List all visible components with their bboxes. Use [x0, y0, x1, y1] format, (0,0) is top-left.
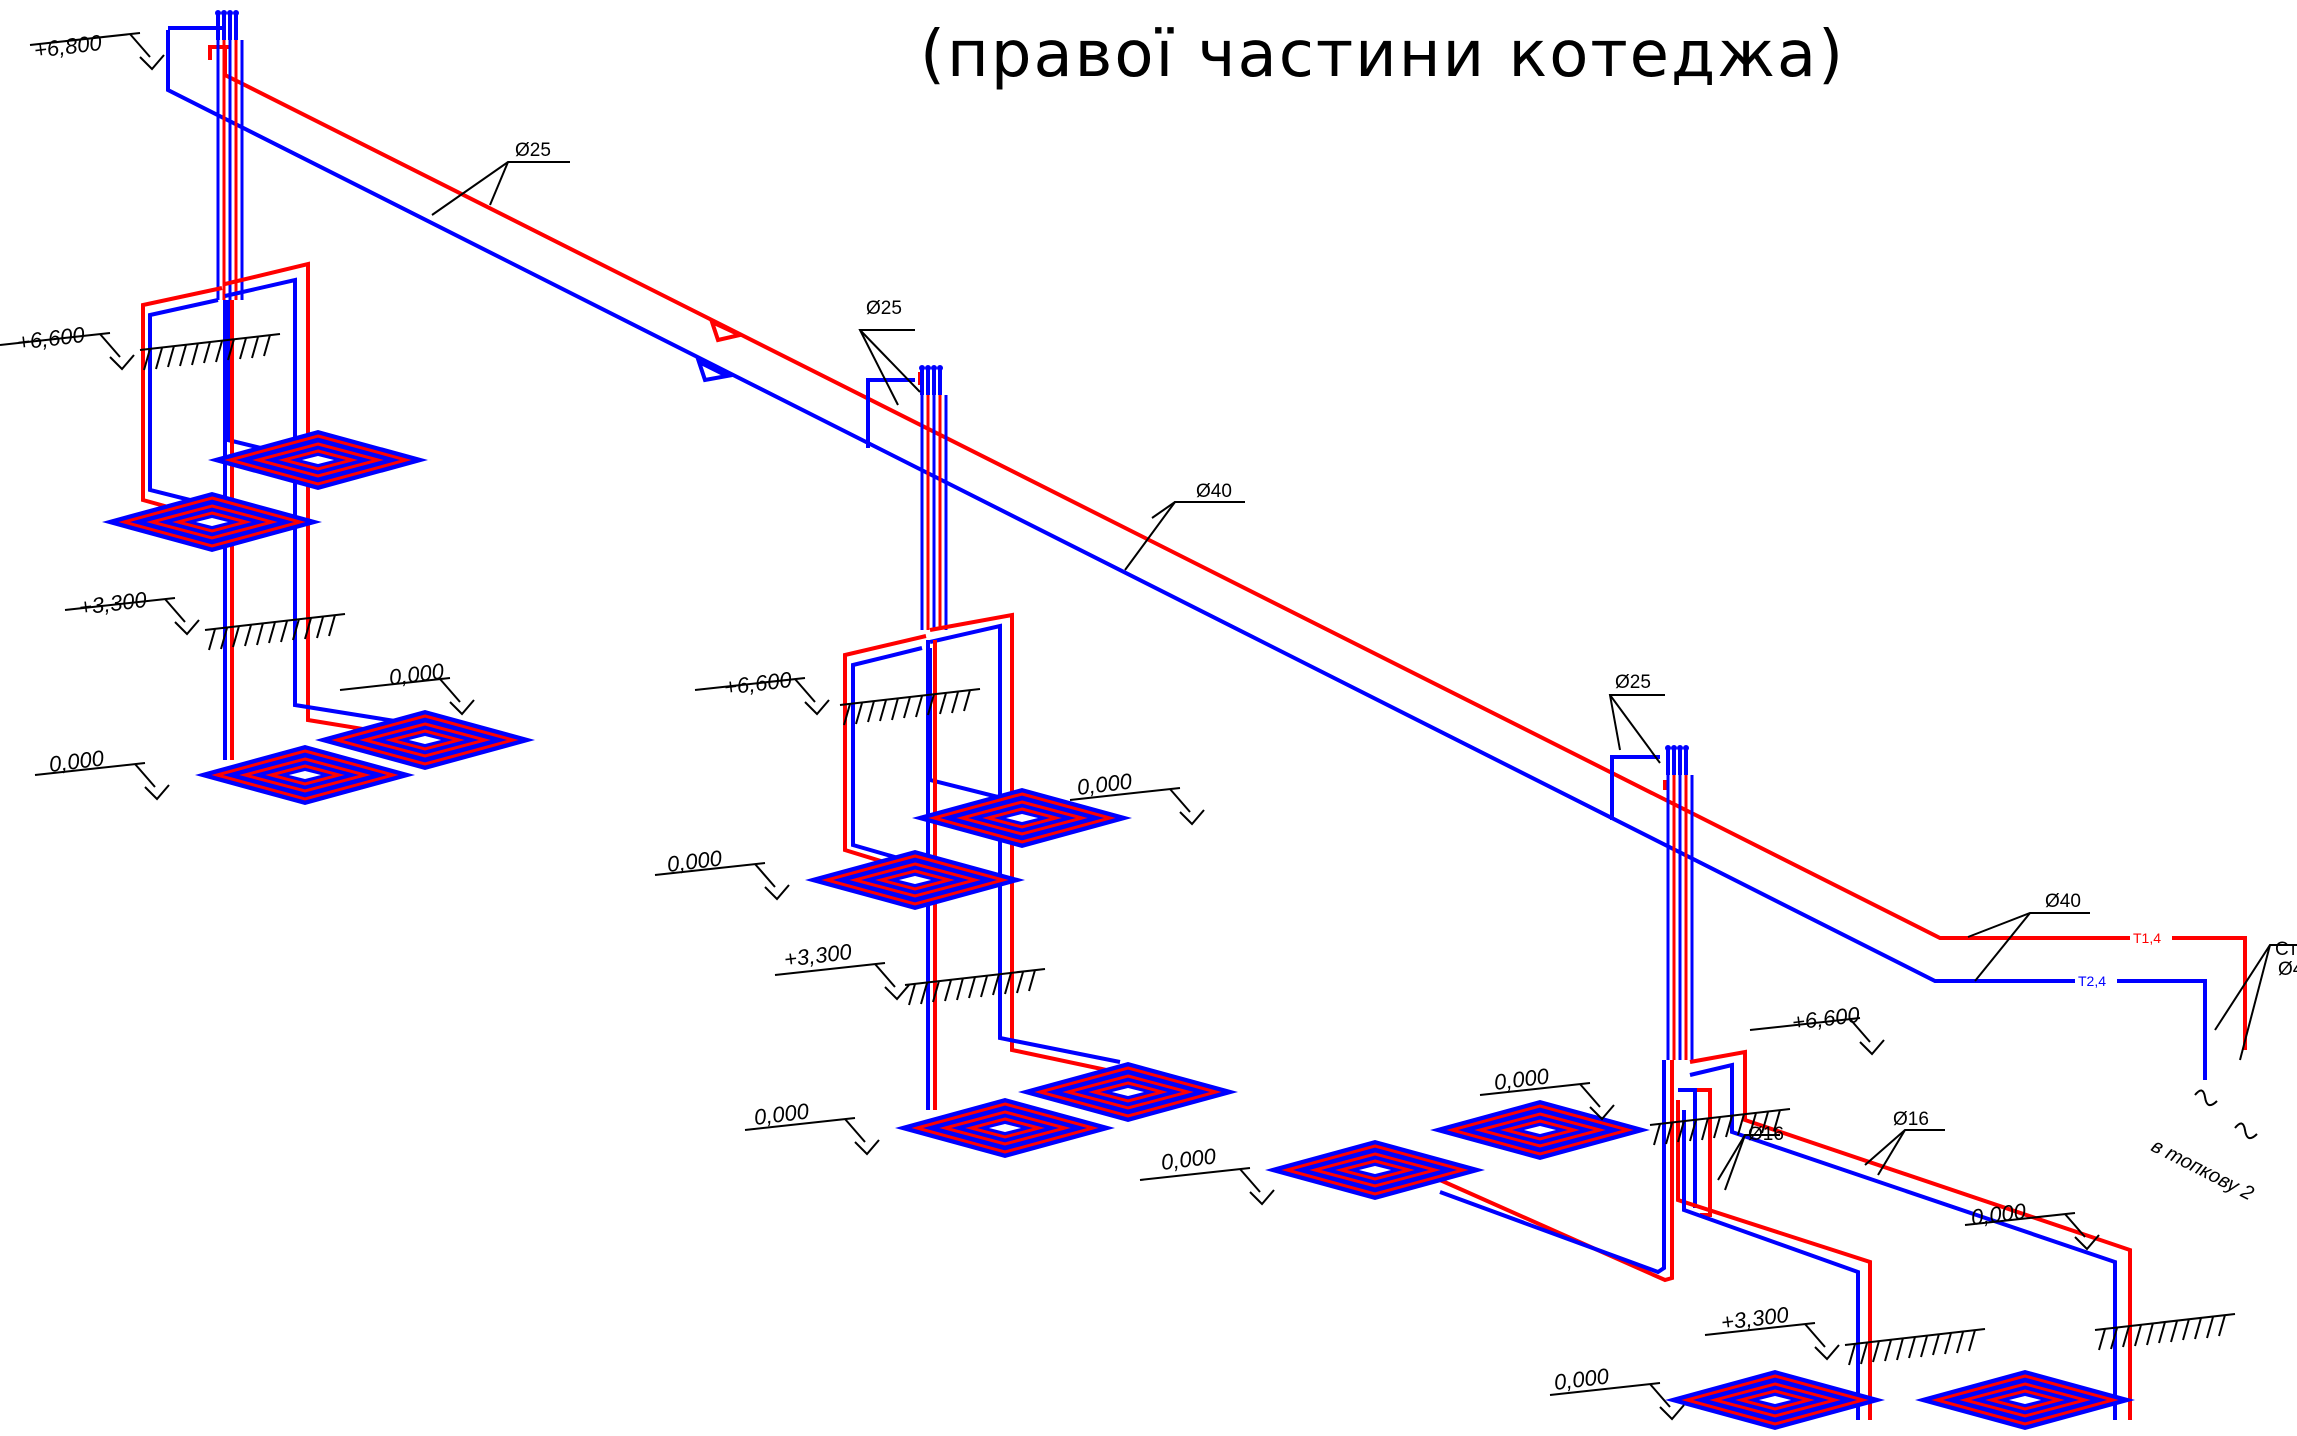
level-label: +6,600 [723, 667, 794, 700]
floor-coil-r3-lower-right [1913, 1368, 2137, 1432]
diameter-label: Ø16 [1748, 1124, 1784, 1145]
floor-coil-r3-lower-left [1663, 1368, 1887, 1432]
floor-coil-r3-upper-left [1263, 1138, 1487, 1202]
diameter-label: Ø25 [866, 298, 902, 319]
floor-slab-hatch [839, 688, 981, 726]
supply-pipe-tag: T1,4 [2133, 930, 2161, 946]
level-label: 0,000 [388, 658, 446, 690]
floor-coil-r1-upper-right [206, 428, 430, 492]
level-label: 0,000 [1160, 1143, 1218, 1175]
diameter-label: Ø25 [1615, 672, 1651, 693]
pipe-break-marks [2194, 1089, 2258, 1140]
return-branch-2 [866, 378, 915, 448]
diameter-label: Ø16 [1893, 1109, 1929, 1130]
level-label: 0,000 [1493, 1063, 1551, 1095]
floor-coil-r2-upper-left [803, 848, 1027, 912]
level-mark-group [0, 32, 2100, 1420]
level-label: 0,000 [666, 845, 724, 877]
diameter-label: Ø40 [1196, 481, 1232, 502]
level-label: +3,300 [1720, 1302, 1791, 1335]
level-label: 0,000 [1076, 768, 1134, 800]
riser-diameter-label: Ø4 [2278, 959, 2297, 980]
riser-3 [1439, 775, 2132, 1420]
diameter-label: Ø25 [515, 140, 551, 161]
return-pipe-tag: T2,4 [2078, 973, 2106, 989]
boiler-room-note: в топкову 2 [2148, 1135, 2257, 1205]
drawing-title: (правої частини котеджа) [920, 18, 1846, 92]
supply-main-line [208, 45, 2247, 1050]
level-label: +6,800 [33, 30, 104, 63]
riser-label: Ст [2275, 939, 2297, 960]
floor-coil-r1-upper-left [100, 490, 324, 554]
level-label: 0,000 [48, 745, 106, 777]
level-label: +6,600 [16, 322, 87, 355]
floor-slab-hatch [1844, 1328, 1986, 1366]
level-label: +3,300 [78, 587, 149, 620]
return-branch-3 [1610, 755, 1660, 820]
level-label: 0,000 [753, 1098, 811, 1130]
return-main-line [166, 26, 2207, 1080]
diameter-label: Ø40 [2045, 891, 2081, 912]
floor-coil-r3-upper-right [1428, 1098, 1652, 1162]
level-label: 0,000 [1970, 1198, 2028, 1230]
diameter-leaders [431, 161, 2297, 1191]
level-label: +6,600 [1791, 1002, 1862, 1035]
floor-slab-hatch [139, 333, 281, 371]
